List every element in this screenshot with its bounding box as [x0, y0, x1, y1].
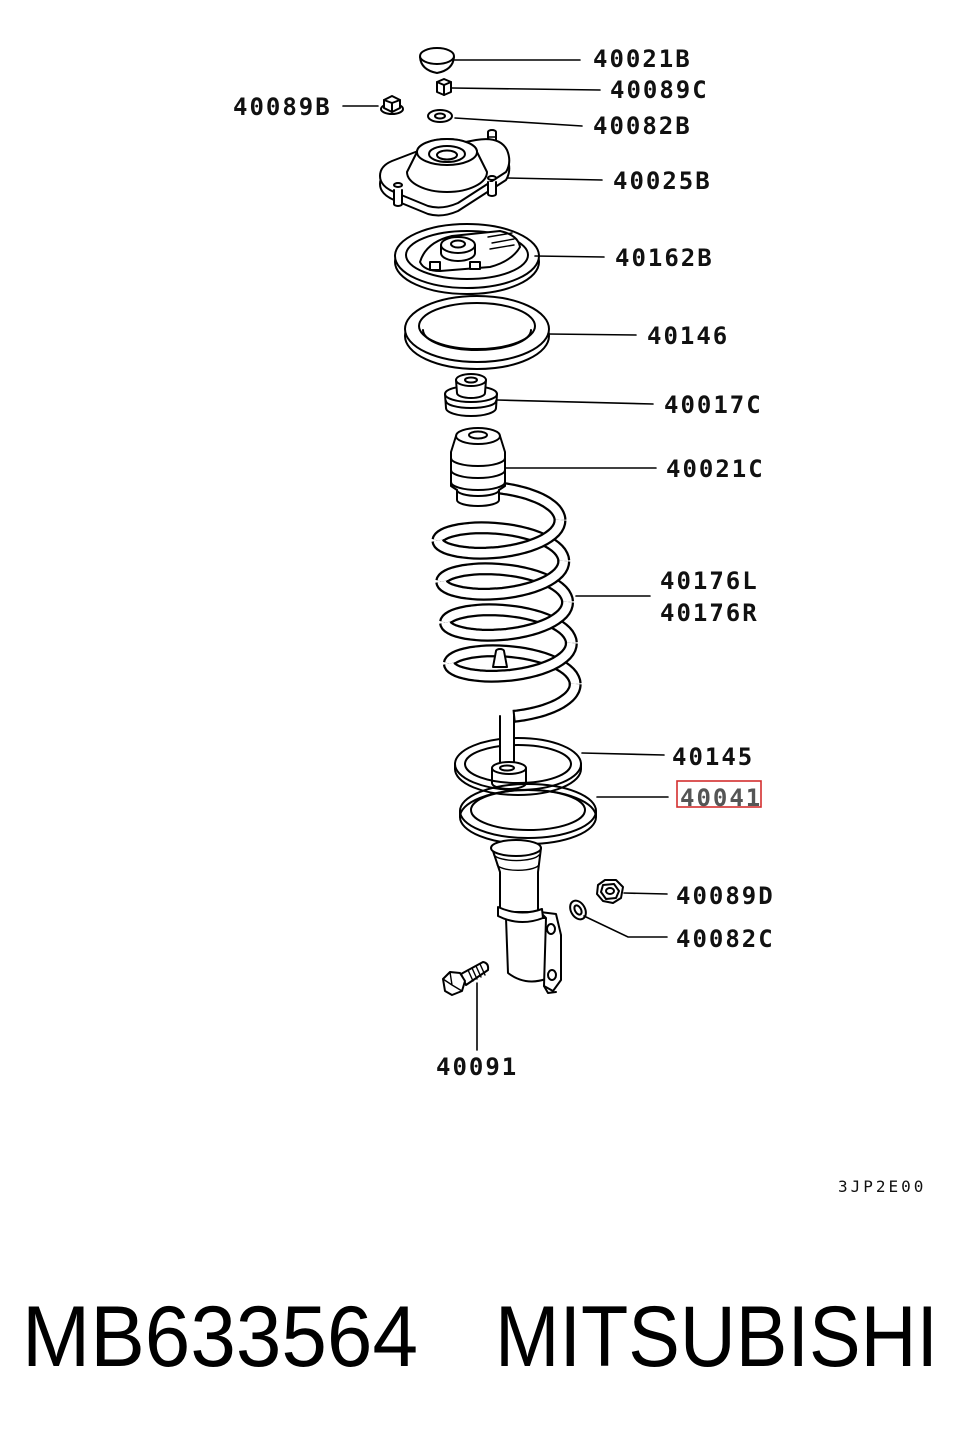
callout-40017c: 40017C	[664, 391, 763, 419]
leader-40162b	[534, 255, 605, 258]
top-mount-stud-right	[487, 181, 497, 197]
spring-coil-body	[513, 681, 580, 721]
spring-coil-body	[445, 641, 576, 681]
spring-coil-body	[441, 600, 572, 640]
spring-pad-rear	[454, 737, 582, 765]
callout-40091: 40091	[436, 1053, 518, 1081]
figure-code: 3JP2E00	[838, 1177, 926, 1196]
upper-nut-part	[436, 78, 452, 96]
callout-40176l: 40176L	[660, 567, 759, 595]
lower-spring-seat-part	[459, 783, 597, 845]
dust-cap-part	[419, 47, 455, 74]
callout-40082b: 40082B	[593, 112, 692, 140]
callout-40021b: 40021B	[593, 45, 692, 73]
leader-40082c	[583, 915, 668, 938]
callout-labels: 40021B 40089C 40089B 40082B 40025B 40162…	[233, 45, 775, 1081]
callout-40041: 40041	[680, 784, 762, 812]
callout-40089c: 40089C	[610, 76, 709, 104]
leader-40089c	[451, 87, 601, 91]
spring-coil-body	[433, 518, 565, 558]
spring-coil-body	[445, 646, 580, 686]
coil-spring-rear-coils	[431, 481, 582, 688]
callout-40025b: 40025B	[613, 167, 712, 195]
strut-lower-tube	[505, 917, 547, 983]
top-mount-part	[379, 129, 511, 217]
callout-40082c: 40082C	[676, 925, 775, 953]
leader-40017c	[496, 399, 654, 405]
bracket-nut-part	[596, 879, 624, 904]
upper-spring-seat-part	[404, 295, 550, 370]
top-mount-stud-left	[393, 189, 403, 207]
spring-coil-body	[496, 483, 565, 523]
flange-nut-part	[380, 95, 404, 115]
piston-rod-stud	[492, 648, 508, 668]
piston-rod	[491, 715, 527, 790]
bracket-washer-part	[569, 899, 587, 921]
highlight-box	[676, 780, 762, 808]
washer-part	[427, 109, 453, 123]
leader-lines	[342, 59, 669, 1051]
strut-body-part	[490, 839, 562, 994]
part-number-caption: MB633564	[22, 1289, 418, 1385]
callout-40145: 40145	[672, 743, 754, 771]
leader-40025b	[507, 177, 603, 181]
bump-rubber-part	[444, 373, 498, 417]
leader-40145	[581, 752, 665, 756]
dust-boot-part	[450, 427, 506, 507]
callout-40176r: 40176R	[660, 599, 759, 627]
callout-40089b: 40089B	[233, 93, 332, 121]
spring-coil-body	[437, 564, 572, 604]
callout-40021c: 40021C	[666, 455, 765, 483]
bearing-plate-part	[394, 223, 540, 295]
coil-spring-front-coils	[431, 516, 582, 723]
spring-coil-body	[433, 523, 569, 563]
spring-coil-body	[437, 559, 569, 599]
leader-40146	[547, 333, 637, 336]
leader-40082b	[454, 117, 583, 127]
brand-caption: MITSUBISHI	[495, 1289, 938, 1385]
leader-40089d	[623, 892, 668, 895]
callout-40162b: 40162B	[615, 244, 714, 272]
strut-clamp-band	[497, 906, 544, 923]
bracket-bolt-part	[442, 961, 490, 996]
callout-40146: 40146	[647, 322, 729, 350]
spring-coil-body	[441, 605, 576, 645]
callout-40089d: 40089D	[676, 882, 775, 910]
